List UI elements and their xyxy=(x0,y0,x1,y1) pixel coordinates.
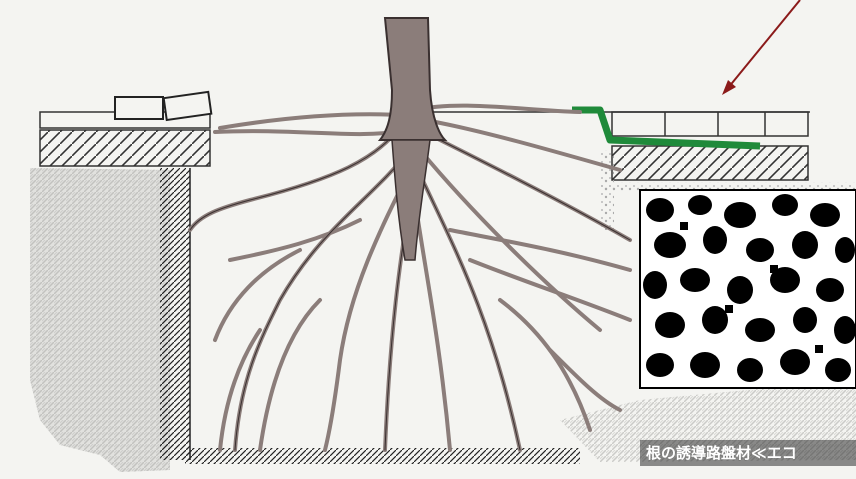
loose-block xyxy=(114,96,164,120)
rock-material-photo xyxy=(639,189,856,389)
right-paving xyxy=(611,111,809,137)
left-soil xyxy=(30,168,170,472)
green-edge xyxy=(572,106,761,150)
root-system xyxy=(188,103,632,452)
left-base xyxy=(39,129,211,167)
tree-trunk xyxy=(377,17,448,141)
tap-root xyxy=(391,139,431,261)
arrow-icon xyxy=(722,0,801,95)
pit-floor xyxy=(185,448,580,464)
loose-block xyxy=(162,90,213,122)
right-base xyxy=(611,145,809,181)
left-wall xyxy=(160,168,190,460)
gravel-layer xyxy=(600,182,856,192)
material-caption: 根の誘導路盤材≪エコ xyxy=(640,440,856,466)
